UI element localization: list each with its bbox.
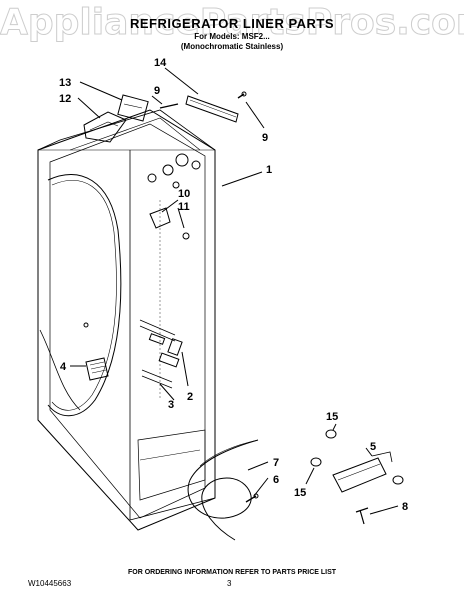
callout-3: 3 — [168, 399, 174, 411]
ordering-note: FOR ORDERING INFORMATION REFER TO PARTS … — [127, 569, 337, 576]
callout-15-upper: 15 — [326, 411, 338, 423]
callout-9-top: 9 — [154, 85, 160, 97]
callout-4: 4 — [60, 361, 67, 373]
part-13-cover — [117, 94, 149, 122]
callout-2: 2 — [187, 391, 193, 403]
part-15-bumper-upper — [325, 429, 337, 439]
callout-14: 14 — [154, 57, 167, 69]
callout-labels: 14 9 13 12 9 1 10 11 4 2 3 15 5 7 6 15 8 — [59, 57, 408, 513]
part-12-housing — [83, 111, 127, 143]
part-15-bumper-lower — [310, 457, 322, 467]
callout-13: 13 — [59, 77, 71, 89]
page-number: 3 — [227, 579, 232, 588]
liner-shell — [37, 109, 216, 531]
part-10-bracket — [149, 207, 171, 229]
part-4-grille — [85, 357, 109, 381]
model-line: For Models: MSF2... — [194, 32, 270, 41]
part-14-trim — [185, 95, 239, 123]
callout-11: 11 — [178, 201, 190, 213]
finish-line: (Monochromatic Stainless) — [180, 42, 284, 51]
callout-10: 10 — [178, 188, 190, 200]
part-11-screw — [182, 232, 190, 240]
callout-5: 5 — [370, 441, 376, 453]
callout-6: 6 — [273, 474, 279, 486]
callout-7: 7 — [273, 457, 279, 469]
callout-9-right: 9 — [262, 132, 268, 144]
callout-12: 12 — [59, 93, 71, 105]
watermark: AppliancePartsPros.com — [0, 2, 464, 44]
callout-8: 8 — [402, 501, 408, 513]
callout-15-lower: 15 — [294, 487, 306, 499]
part-5-hinge-cover — [332, 457, 387, 493]
callout-1: 1 — [266, 164, 272, 176]
part-8-screw — [355, 507, 369, 525]
page-title: REFRIGERATOR LINER PARTS — [129, 16, 335, 31]
part-7-tube — [187, 439, 259, 541]
document-number: W10445663 — [28, 579, 72, 588]
